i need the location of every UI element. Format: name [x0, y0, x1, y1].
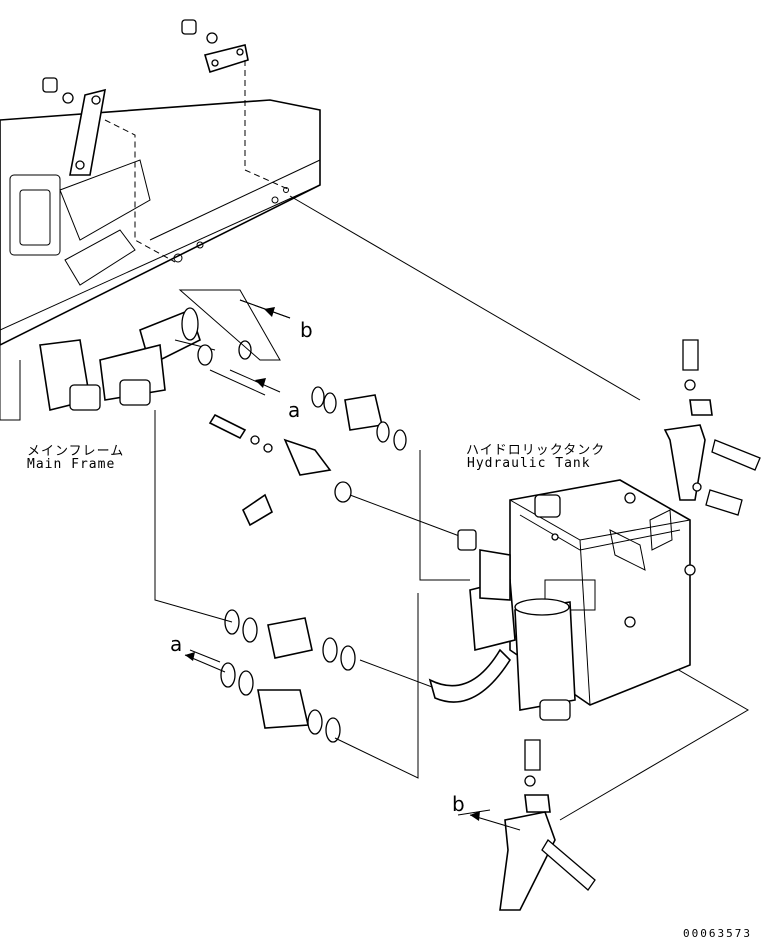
hose-clamps-lower — [220, 609, 356, 743]
bracket-top-left — [42, 19, 249, 176]
bracket-right-upper — [663, 339, 761, 516]
drawing-code: 00063573 — [683, 927, 752, 940]
bracket-right-lower — [499, 739, 596, 911]
ref-a-upper: a — [288, 398, 301, 422]
dashed-guides — [104, 60, 291, 263]
ref-b-lower: b — [452, 792, 465, 816]
main-frame-label-en: Main Frame — [27, 457, 116, 472]
pipe-assembly-left — [69, 289, 281, 411]
hydraulic-tank-label-jp: ハイドロリックタンク — [466, 443, 606, 458]
hydraulic-tank-label-en: Hydraulic Tank — [467, 456, 591, 471]
tank-filter-and-pump — [428, 529, 576, 721]
main-frame-label-jp: メインフレーム — [27, 444, 125, 459]
hose-clamps-upper — [311, 386, 407, 451]
ref-b-upper: b — [300, 318, 313, 342]
reference-arrows — [184, 299, 521, 831]
bolt-washer-bracket-middle — [208, 413, 352, 527]
ref-a-lower: a — [170, 632, 183, 656]
